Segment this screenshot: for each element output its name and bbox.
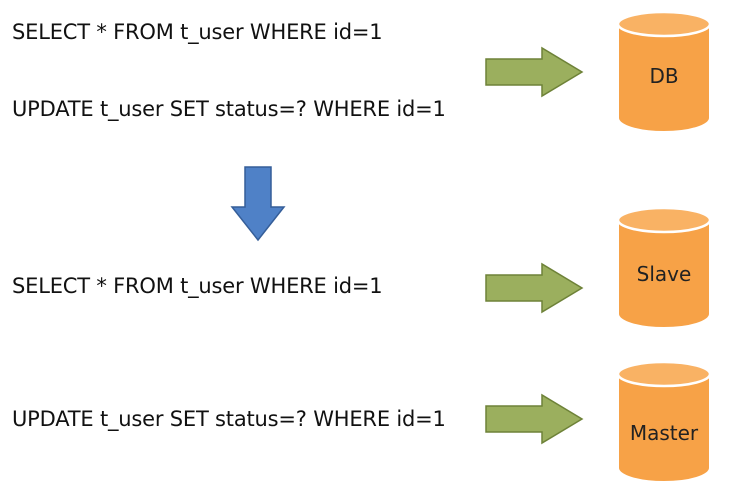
right-arrow-icon xyxy=(485,393,584,445)
slave-db-cylinder: Slave xyxy=(616,206,712,329)
read-query: SELECT * FROM t_user WHERE id=1 xyxy=(12,274,383,298)
right-arrow-icon xyxy=(485,262,584,314)
write-query: UPDATE t_user SET status=? WHERE id=1 xyxy=(12,407,446,431)
before-select-query: SELECT * FROM t_user WHERE id=1 xyxy=(12,20,383,44)
right-arrow-icon xyxy=(485,46,584,98)
slave-label: Slave xyxy=(637,262,692,286)
down-arrow-icon xyxy=(230,166,286,242)
master-label: Master xyxy=(630,421,699,445)
db-cylinder: DB xyxy=(616,10,712,133)
before-update-query: UPDATE t_user SET status=? WHERE id=1 xyxy=(12,97,446,121)
db-label: DB xyxy=(649,64,678,88)
master-db-cylinder: Master xyxy=(616,360,712,483)
